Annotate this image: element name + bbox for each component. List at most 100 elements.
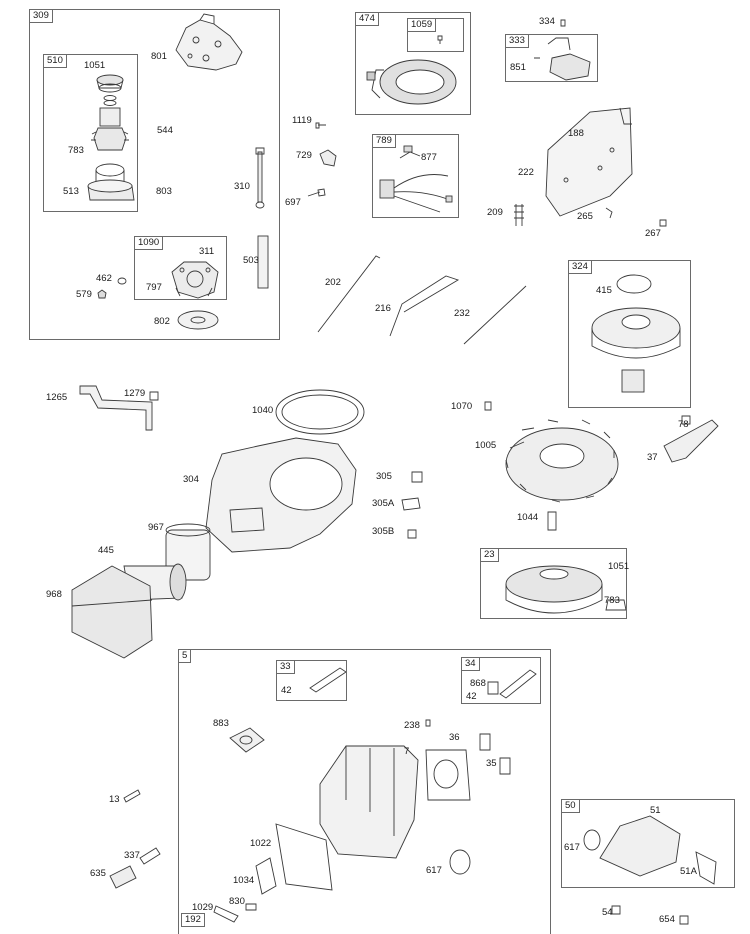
label-54: 54 — [602, 907, 613, 918]
spark-plug-337-drawing — [139, 847, 161, 865]
label-654: 654 — [659, 914, 675, 925]
gasket-883-drawing — [229, 727, 265, 753]
plate-503-drawing — [257, 235, 269, 289]
group-33-tag: 33 — [276, 660, 295, 674]
boot-635-drawing — [109, 865, 137, 889]
group-34-tag: 34 — [461, 657, 480, 671]
label-851: 851 — [510, 62, 526, 73]
flywheel-fan-1005-drawing — [505, 419, 619, 503]
group-324-tag: 324 — [568, 260, 592, 274]
label-1005: 1005 — [475, 440, 497, 451]
label-445: 445 — [98, 545, 114, 556]
label-1119: 1119 — [292, 115, 312, 126]
part-1034-drawing — [255, 857, 277, 895]
control-bracket-222-drawing — [545, 107, 633, 217]
group-324: 324 — [568, 260, 691, 408]
label-265: 265 — [577, 211, 593, 222]
screw-334-drawing — [560, 19, 566, 27]
bracket-729-drawing — [319, 149, 337, 167]
label-617-intake: 617 — [564, 842, 580, 853]
label-188: 188 — [568, 128, 584, 139]
group-474: 474 — [355, 12, 471, 115]
blower-housing-304-drawing — [205, 437, 357, 553]
screw-54-drawing — [611, 905, 621, 915]
label-617-cylinder: 617 — [426, 865, 442, 876]
group-23-tag: 23 — [480, 548, 499, 562]
label-877: 877 — [421, 152, 437, 163]
part-579-drawing — [97, 289, 107, 299]
label-51A: 51A — [680, 866, 697, 877]
screw-1119-drawing — [315, 122, 326, 129]
harness-789-drawing — [379, 145, 453, 213]
label-267: 267 — [645, 228, 661, 239]
label-513: 513 — [63, 186, 79, 197]
label-311: 311 — [199, 246, 215, 257]
label-222: 222 — [518, 167, 534, 178]
group-510-tag: 510 — [43, 54, 67, 68]
group-309-tag: 309 — [29, 9, 53, 23]
part-267-drawing — [659, 219, 667, 227]
part-830-drawing — [245, 903, 257, 911]
part-1029-drawing — [213, 905, 239, 923]
intake-50-drawing — [583, 815, 717, 885]
label-78: 78 — [678, 419, 689, 430]
label-1034: 1034 — [233, 875, 255, 886]
label-868: 868 — [470, 678, 486, 689]
label-415: 415 — [596, 285, 612, 296]
part-265-drawing — [605, 207, 613, 219]
label-1051-bottom: 1051 — [608, 561, 630, 572]
label-7: 7 — [404, 746, 410, 757]
label-51: 51 — [650, 805, 661, 816]
disc-802-drawing — [177, 310, 219, 330]
switch-333-drawing — [534, 37, 591, 81]
label-729: 729 — [296, 150, 312, 161]
bracket-1265-drawing — [79, 385, 159, 431]
group-5: 5 — [178, 649, 551, 934]
label-1029: 1029 — [192, 902, 214, 913]
label-797: 797 — [146, 282, 162, 293]
group-789: 789 — [372, 134, 459, 218]
screw-78-drawing — [681, 415, 691, 425]
label-202: 202 — [325, 277, 341, 288]
label-238: 238 — [404, 720, 420, 731]
label-802: 802 — [154, 316, 170, 327]
label-42-valve-33: 42 — [281, 685, 292, 696]
label-232: 232 — [454, 308, 470, 319]
label-503: 503 — [243, 255, 259, 266]
part-462-drawing — [117, 277, 127, 285]
assembly-1090-drawing — [171, 261, 219, 299]
screw-1070-drawing — [484, 401, 492, 411]
bolt-310-drawing — [255, 147, 265, 209]
starter-510-drawing — [87, 74, 135, 201]
screw-654-drawing — [679, 915, 689, 925]
shield-37-drawing — [663, 419, 719, 463]
screen-324-drawing — [591, 274, 681, 393]
cylinder-head-drawing — [319, 745, 471, 859]
group-1059: 1059 — [407, 18, 464, 52]
group-192-tag: 192 — [181, 913, 205, 927]
group-474-tag: 474 — [355, 12, 379, 26]
group-309: 309 — [29, 9, 280, 340]
label-579: 579 — [76, 289, 92, 300]
group-23: 23 — [480, 548, 627, 619]
label-1040: 1040 — [252, 405, 274, 416]
label-35: 35 — [486, 758, 497, 769]
label-1265: 1265 — [46, 392, 68, 403]
group-5-tag: 5 — [178, 649, 192, 663]
o-ring-617a-drawing — [449, 849, 471, 875]
cover-968-drawing — [71, 565, 153, 659]
bracket-801-drawing — [175, 13, 243, 71]
rod-232-drawing — [463, 285, 527, 345]
label-883: 883 — [213, 718, 229, 729]
group-50: 50 — [561, 799, 735, 888]
label-37: 37 — [647, 452, 658, 463]
label-801: 801 — [151, 51, 167, 62]
group-333-tag: 333 — [505, 34, 529, 48]
label-1022: 1022 — [250, 838, 272, 849]
label-42-valve-34: 42 — [466, 691, 477, 702]
label-967: 967 — [148, 522, 164, 533]
label-36: 36 — [449, 732, 460, 743]
valve-34-drawing — [487, 669, 537, 699]
